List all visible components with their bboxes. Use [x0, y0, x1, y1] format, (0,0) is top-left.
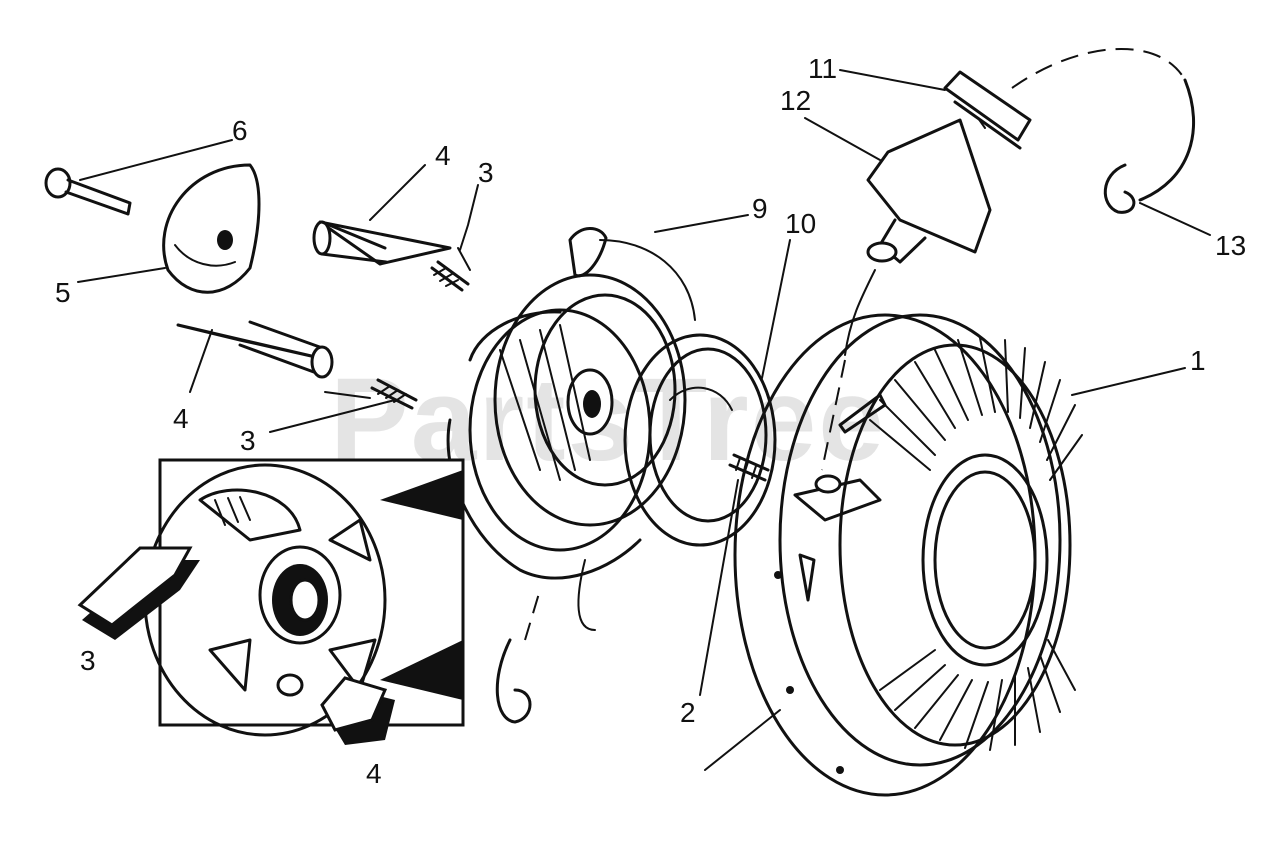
part-3-spring-upper: [430, 247, 471, 292]
label-13: 13: [1215, 230, 1246, 261]
label-5: 5: [55, 277, 71, 308]
label-9: 9: [752, 193, 768, 224]
part-12-starter-handle: [866, 118, 992, 264]
part-5-retainer-plate: [162, 163, 261, 294]
label-4a: 4: [435, 140, 451, 171]
label-3a: 3: [478, 157, 494, 188]
label-2: 2: [680, 697, 696, 728]
label-4b: 4: [173, 403, 189, 434]
label-1: 1: [1190, 345, 1206, 376]
part-10-spring-cup: [623, 333, 777, 547]
part-13-starter-rope: [495, 47, 1196, 724]
inset-arrow-4: [320, 676, 395, 745]
label-3c: 3: [80, 645, 96, 676]
leader-lines: [77, 69, 1211, 771]
part-4-pawl-lower: [176, 320, 334, 379]
part-2-center-screw: [728, 453, 770, 482]
label-3b: 3: [240, 425, 256, 456]
part-6-bolt: [44, 167, 132, 216]
inset-arrow-3: [77, 546, 200, 640]
label-12: 12: [780, 85, 811, 116]
part-11-handle-insert: [943, 70, 1032, 150]
part-4-pawl-upper: [312, 220, 452, 266]
label-10: 10: [785, 208, 816, 239]
label-6: 6: [232, 115, 248, 146]
label-11: 11: [808, 53, 837, 84]
part-3-spring-lower: [324, 378, 418, 410]
label-4c: 4: [366, 758, 382, 789]
part-1-starter-housing: [733, 313, 1083, 797]
inset-detail-view: [143, 458, 465, 737]
